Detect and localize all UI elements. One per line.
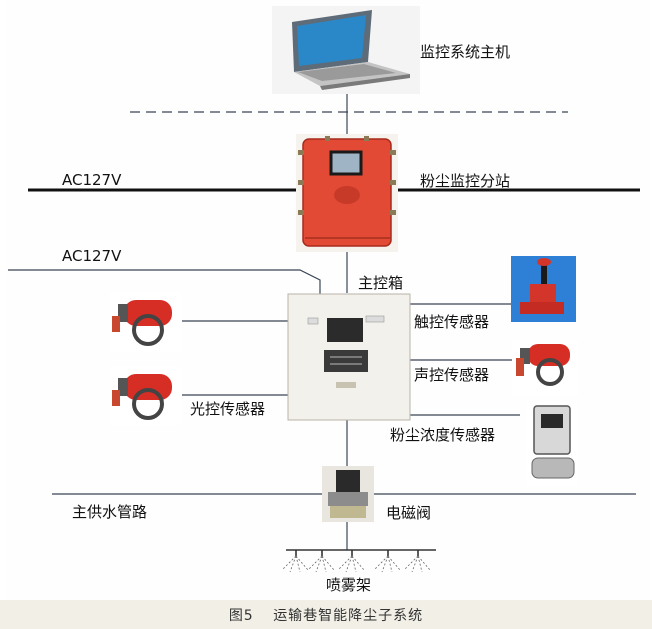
laptop-icon [272, 6, 420, 94]
water-pipe-label: 主供水管路 [72, 503, 148, 521]
host-label: 监控系统主机 [420, 43, 511, 61]
spray-rack-icon [281, 549, 436, 573]
substation-label: 粉尘监控分站 [420, 172, 511, 190]
dust-substation-icon [296, 134, 398, 252]
spray-rack-label: 喷雾架 [326, 576, 372, 594]
dust-sensor-label: 粉尘浓度传感器 [390, 426, 496, 444]
touch-sensor-label: 触控传感器 [414, 313, 490, 331]
solenoid-valve-label: 电磁阀 [386, 504, 432, 522]
ac127v-cable [8, 269, 321, 294]
main-control-box-icon [287, 293, 411, 421]
touch-sensor-icon [511, 256, 576, 322]
figure-caption: 图5 运输巷智能降尘子系统 [0, 605, 652, 625]
figure-title: 运输巷智能降尘子系统 [273, 608, 424, 624]
figure-number: 图5 [228, 608, 254, 624]
ac127v-top-label: AC127V [62, 171, 122, 189]
dust-sensor-icon [526, 402, 578, 486]
ac127v-mid-label: AC127V [62, 247, 122, 265]
solenoid-valve-icon [322, 466, 374, 522]
sound-sensor-label: 声控传感器 [414, 366, 490, 384]
light-sensor-label: 光控传感器 [190, 400, 266, 418]
system-diagram [8, 6, 640, 573]
caption-bar [0, 600, 652, 629]
light-sensor-top-icon [110, 292, 182, 352]
main-box-label: 主控箱 [358, 274, 404, 292]
light-sensor-bottom-icon [110, 366, 182, 426]
sound-sensor-icon [512, 340, 578, 396]
